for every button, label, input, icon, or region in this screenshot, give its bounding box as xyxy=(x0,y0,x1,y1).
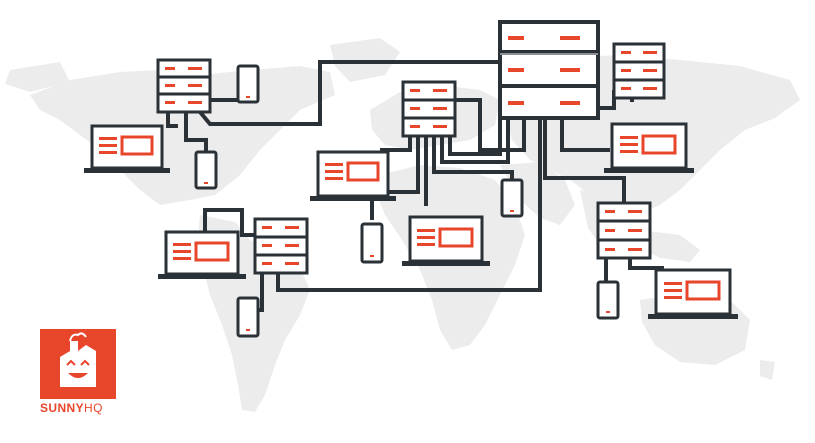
laptop-icon xyxy=(158,230,246,279)
main-server-rack xyxy=(498,20,600,120)
server-rack-icon xyxy=(253,217,309,275)
laptop-icon xyxy=(310,150,396,201)
brand-name-bold: SUNNY xyxy=(40,401,85,415)
laptop-icon xyxy=(648,268,738,319)
laptop-icon xyxy=(402,215,490,266)
phone-button xyxy=(204,96,610,331)
server-rack-icon xyxy=(612,42,666,100)
brand-name: SUNNYHQ xyxy=(40,401,120,415)
laptop-icon xyxy=(604,122,694,173)
brand-logo: SUNNYHQ xyxy=(40,329,116,424)
server-rack-icon xyxy=(156,58,212,114)
laptop-icon xyxy=(84,124,170,173)
brand-name-light: HQ xyxy=(84,401,103,415)
server-rack-icon xyxy=(401,80,457,138)
phone-icon xyxy=(194,64,620,338)
mascot-icon xyxy=(40,329,116,399)
server-rack-icon xyxy=(596,201,652,260)
